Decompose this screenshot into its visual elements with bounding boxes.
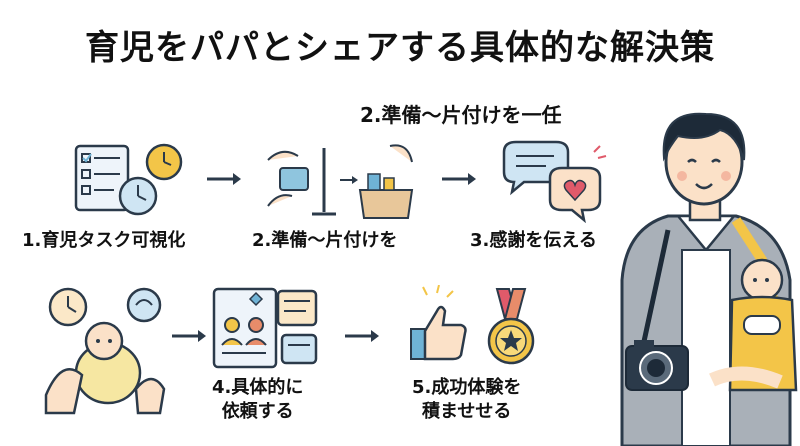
checklist-clock-icon xyxy=(70,140,190,220)
arrow-right-icon xyxy=(205,170,243,188)
baby-care-icon xyxy=(40,285,170,415)
step-4-label: 4.具体的に 依頼する xyxy=(212,376,303,424)
task-request-document-icon xyxy=(210,285,320,375)
speech-heart-icon xyxy=(498,138,608,223)
step-4-label-line2: 依頼する xyxy=(221,401,294,422)
step-5-label-line2: 積ませせる xyxy=(421,401,512,422)
prep-cleanup-icon xyxy=(262,140,422,220)
step-2-label: 2.準備〜片付けを xyxy=(252,230,398,251)
callout-label: 2.準備〜片付けを一任 xyxy=(360,103,562,127)
arrow-right-icon xyxy=(343,327,381,345)
dad-with-baby-illustration xyxy=(612,100,800,446)
step-5-label-line1: 5.成功体験を xyxy=(412,377,522,398)
thumbs-up-medal-icon xyxy=(405,285,545,375)
step-5-label: 5.成功体験を 積ませせる xyxy=(412,376,521,424)
arrow-right-icon xyxy=(170,327,208,345)
step-3-label: 3.感謝を伝える xyxy=(470,230,597,251)
arrow-right-icon xyxy=(440,170,478,188)
step-1-label: 1.育児タスク可視化 xyxy=(22,230,186,251)
step-4-label-line1: 4.具体的に xyxy=(212,377,304,398)
page-title: 育児をパパとシェアする具体的な解決策 xyxy=(85,28,715,68)
